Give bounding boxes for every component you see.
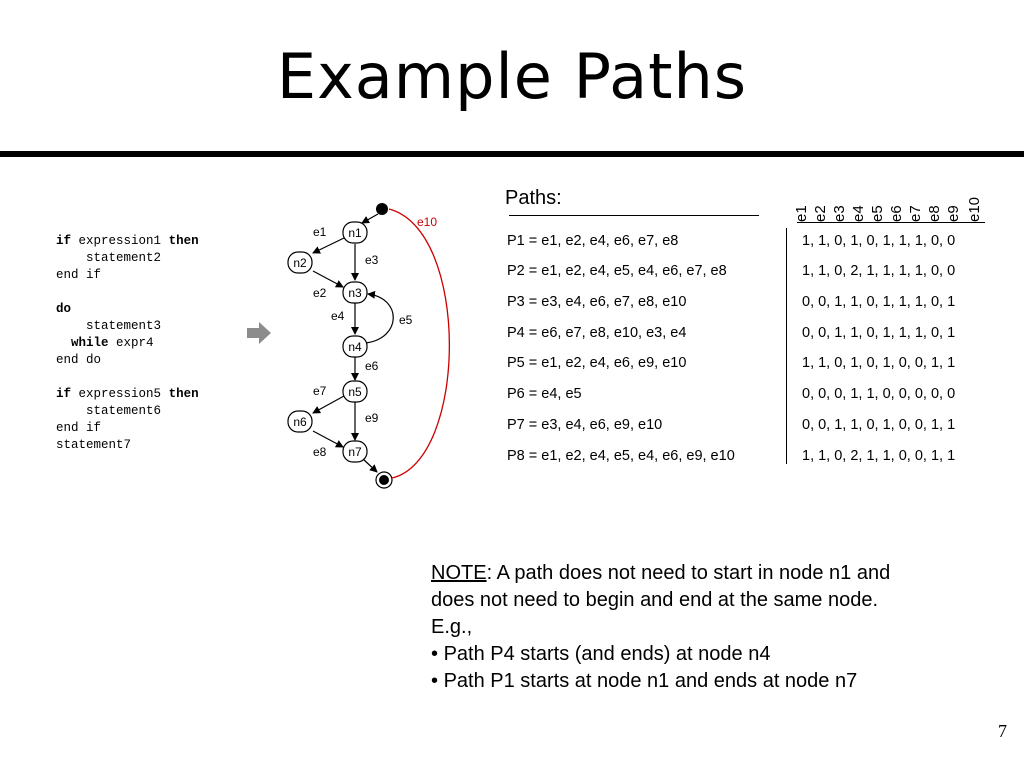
paths-heading-underline (509, 215, 759, 216)
path-row: P5 = e1, e2, e4, e6, e9, e10 (507, 355, 687, 371)
code-do-keyword: do (56, 302, 72, 316)
entry-node (376, 203, 388, 215)
code-if-keyword: if (56, 234, 72, 248)
path-row: P6 = e4, e5 (507, 386, 582, 402)
edge-e8 (312, 430, 344, 448)
path-vector: 1, 1, 0, 2, 1, 1, 0, 0, 1, 1 (802, 448, 956, 464)
note-text: E.g., (431, 616, 473, 638)
node-label-n5: n5 (348, 385, 362, 399)
edge-label-e6: e6 (365, 359, 379, 373)
node-n7 (342, 440, 368, 463)
node-n5 (342, 380, 368, 403)
bullet-icon: • (431, 643, 439, 665)
node-label-n4: n4 (348, 340, 362, 354)
edge-e7 (312, 395, 345, 414)
paths-heading: Paths: (505, 187, 562, 209)
edge-e10 (388, 208, 451, 479)
node-label-n2: n2 (293, 256, 307, 270)
edge-label-e9: e9 (365, 411, 379, 425)
edge-header: e3 (831, 205, 848, 222)
note-label: NOTE (431, 562, 487, 584)
edge-entry-n1 (361, 213, 379, 224)
code-condition: expression5 (78, 387, 162, 401)
edge-header: e9 (945, 205, 962, 222)
path-row: P4 = e6, e7, e8, e10, e3, e4 (507, 325, 687, 341)
node-label-n1: n1 (348, 226, 362, 240)
edge-header: e4 (850, 205, 867, 222)
note-bullet: Path P1 starts at node n1 and ends at no… (443, 670, 858, 692)
node-label-n7: n7 (348, 445, 362, 459)
edge-label-e8: e8 (313, 445, 327, 459)
note-text: does not need to begin and end at the sa… (431, 589, 879, 611)
code-then-keyword: then (168, 234, 199, 248)
edge-label-e5: e5 (399, 313, 413, 327)
code-while-keyword: while (71, 336, 109, 350)
path-row: P1 = e1, e2, e4, e6, e7, e8 (507, 233, 679, 249)
code-condition: expr4 (116, 336, 154, 350)
path-vector: 0, 0, 1, 1, 0, 1, 1, 1, 0, 1 (802, 325, 956, 341)
edge-label-e4: e4 (331, 309, 345, 323)
code-listing: if expression1 then statement2 end if do… (56, 233, 199, 454)
edge-header: e8 (926, 205, 943, 222)
path-vector: 0, 0, 1, 1, 0, 1, 0, 0, 1, 1 (802, 417, 956, 433)
code-statement: statement6 (86, 404, 162, 418)
path-vector: 0, 0, 0, 1, 1, 0, 0, 0, 0, 0 (802, 386, 956, 402)
edge-label-e3: e3 (365, 253, 379, 267)
code-statement: statement7 (56, 438, 132, 452)
node-n1 (342, 221, 368, 244)
edge-header: e10 (966, 196, 983, 222)
slide-title: Example Paths (276, 40, 748, 113)
edge-e5 (365, 290, 394, 344)
note-block: NOTE: A path does not need to start in n… (431, 560, 890, 695)
edge-header: e2 (812, 205, 829, 222)
page-number: 7 (998, 721, 1007, 741)
table-column-divider (786, 228, 787, 464)
edge-header: e1 (793, 205, 810, 222)
path-row: P7 = e3, e4, e6, e9, e10 (507, 417, 663, 433)
bullet-icon: • (431, 670, 439, 692)
edge-header: e5 (869, 205, 886, 222)
node-label-n3: n3 (348, 286, 362, 300)
edge-n7-exit (362, 458, 378, 473)
code-condition: expression1 (78, 234, 162, 248)
right-arrow-icon (247, 322, 271, 344)
code-if-keyword: if (56, 387, 72, 401)
path-vector: 1, 1, 0, 1, 0, 1, 1, 1, 0, 0 (802, 233, 956, 249)
edge-header: e7 (907, 205, 924, 222)
code-then-keyword: then (168, 387, 199, 401)
code-end: end if (56, 268, 102, 282)
edge-e1 (312, 237, 345, 254)
node-label-n6: n6 (293, 415, 307, 429)
edge-e2 (312, 270, 344, 288)
path-vector: 0, 0, 1, 1, 0, 1, 1, 1, 0, 1 (802, 294, 956, 310)
edge-header: e6 (888, 205, 905, 222)
code-end: end do (56, 353, 102, 367)
edge-header-underline (797, 222, 985, 223)
edge-label-e1: e1 (313, 225, 327, 239)
path-row: P3 = e3, e4, e6, e7, e8, e10 (507, 294, 687, 310)
code-end: end if (56, 421, 102, 435)
path-row: P8 = e1, e2, e4, e5, e4, e6, e9, e10 (507, 448, 735, 464)
edge-label-e2: e2 (313, 286, 327, 300)
note-text: : A path does not need to start in node … (486, 562, 891, 584)
edge-label-e10: e10 (417, 215, 437, 229)
node-n3 (342, 281, 368, 304)
edge-column-headers: e1 e2 e3 e4 e5 e6 e7 e8 e9 e10 (793, 190, 991, 222)
path-row: P2 = e1, e2, e4, e5, e4, e6, e7, e8 (507, 263, 727, 279)
code-statement: statement3 (86, 319, 162, 333)
title-divider (0, 151, 1024, 157)
code-statement: statement2 (86, 251, 162, 265)
path-vector: 1, 1, 0, 2, 1, 1, 1, 1, 0, 0 (802, 263, 956, 279)
note-bullet: Path P4 starts (and ends) at node n4 (443, 643, 771, 665)
node-n4 (342, 335, 368, 358)
edge-label-e7: e7 (313, 384, 327, 398)
node-n2 (287, 251, 313, 274)
control-flow-graph: e10 n1 n2 n3 n4 n5 n6 n7 e1 e2 e3 e4 e5 … (287, 203, 451, 489)
path-vector: 1, 1, 0, 1, 0, 1, 0, 0, 1, 1 (802, 355, 956, 371)
node-n6 (287, 410, 313, 433)
